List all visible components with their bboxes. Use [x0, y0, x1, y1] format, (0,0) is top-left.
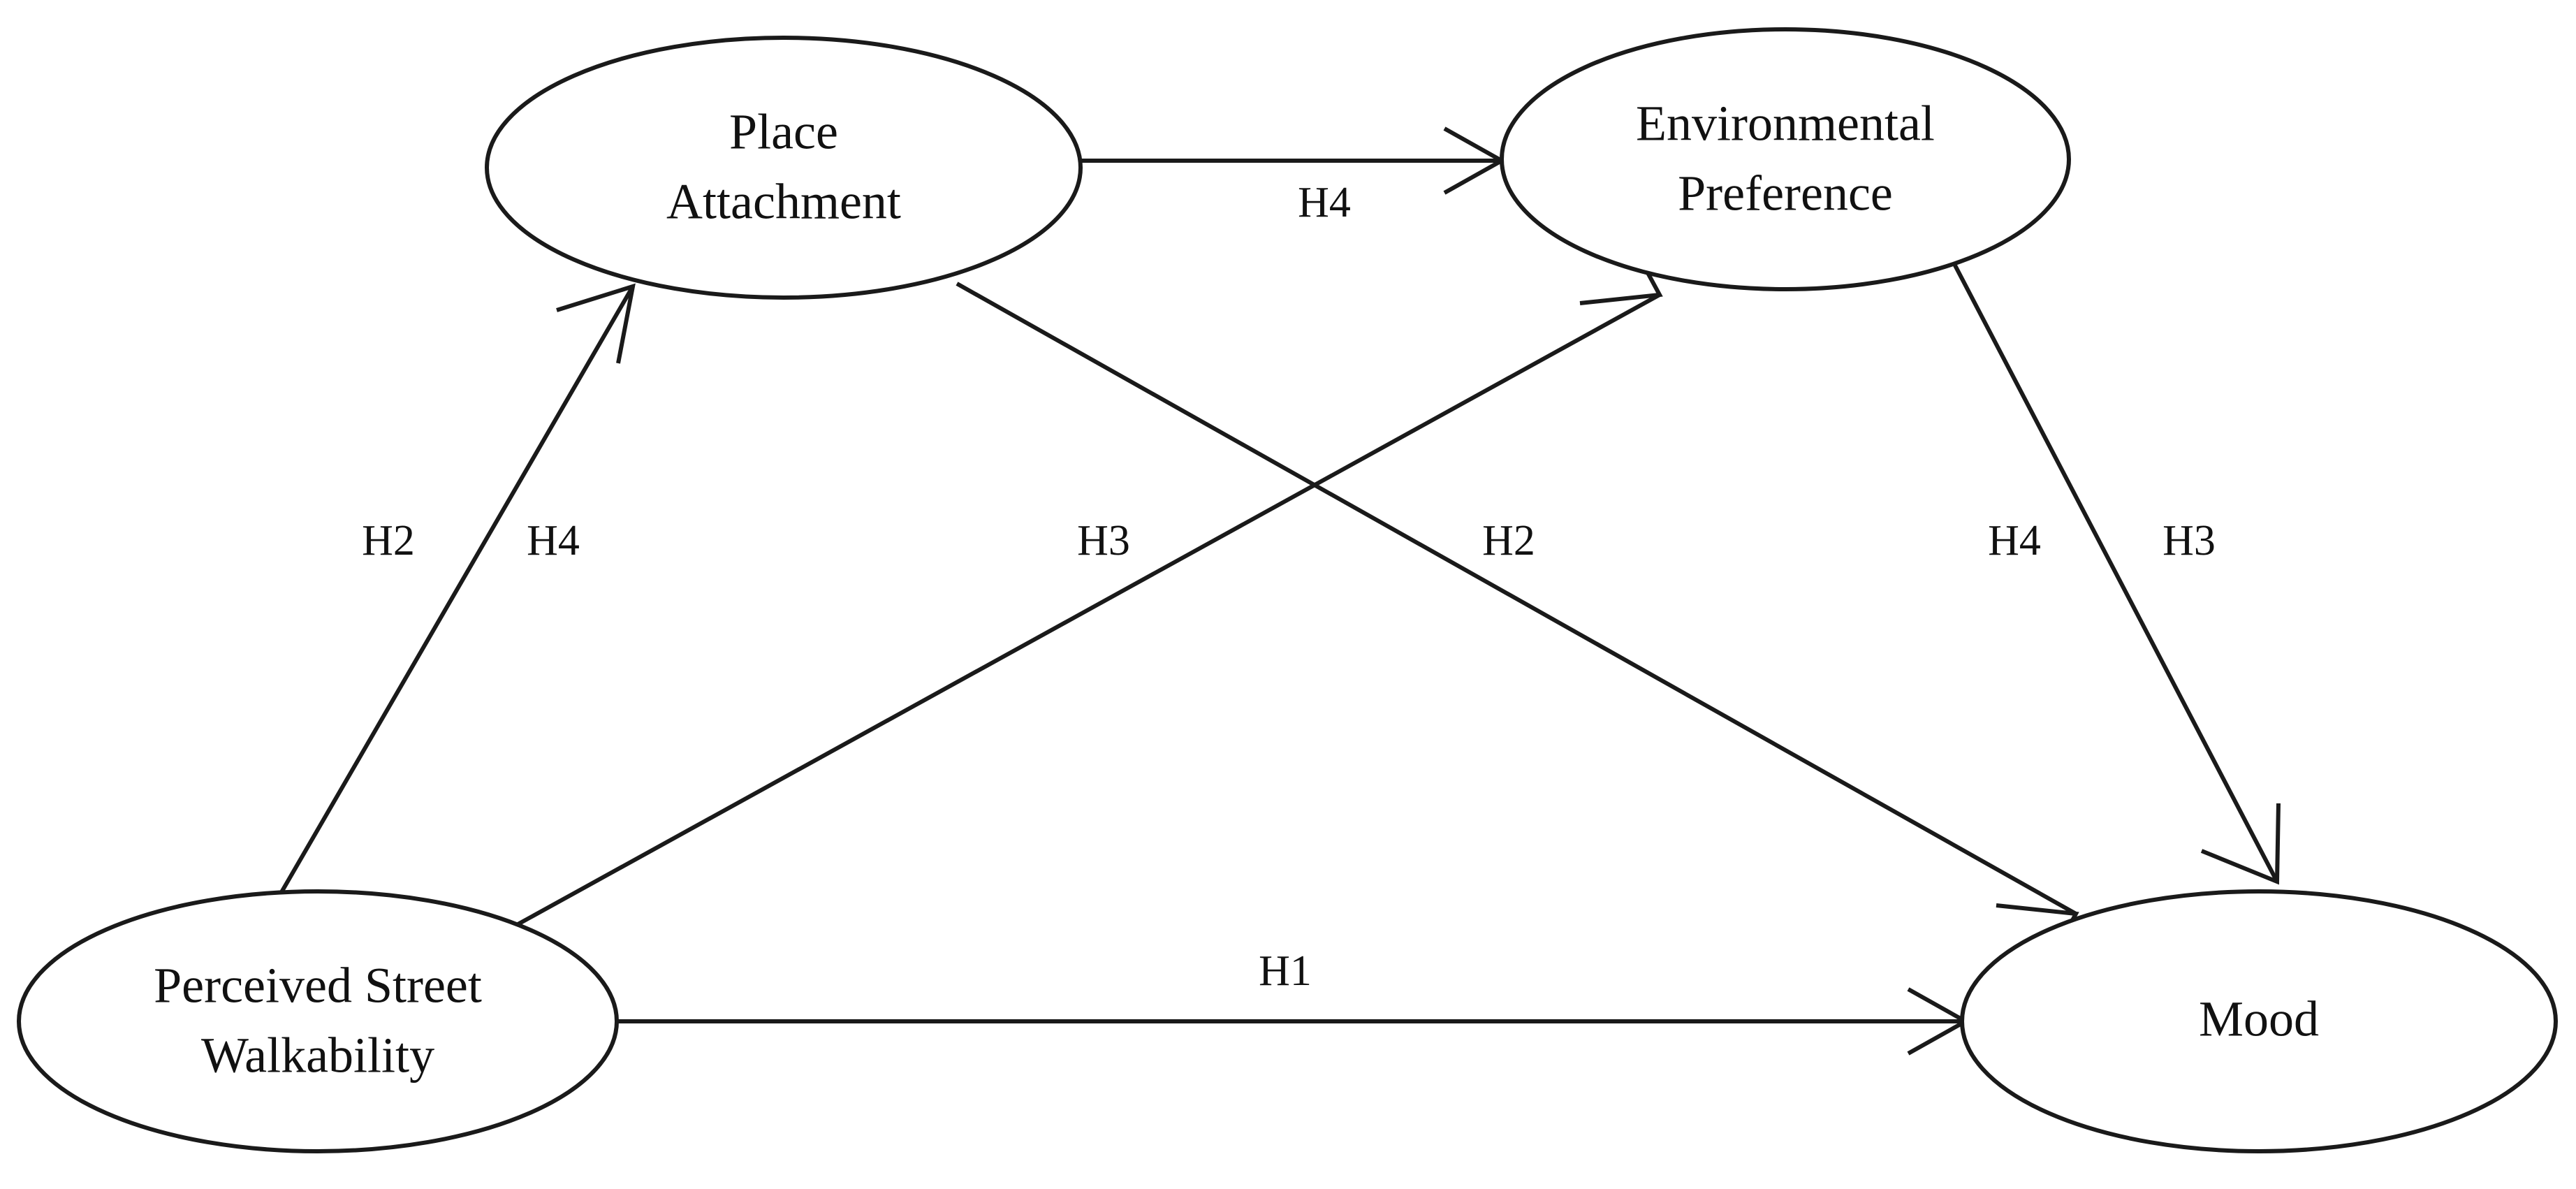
node-ellipse-mood — [1960, 889, 2558, 1153]
node-ellipse-environmental-preference — [1500, 27, 2071, 291]
node-label-place-attachment-line1: Place — [729, 104, 838, 160]
edge-perceived-street-walkability-to-mood[interactable]: H1 — [617, 947, 1970, 1056]
edge-place-attachment-to-environmental-preference[interactable]: H4 — [1081, 126, 1507, 226]
node-environmental-preference[interactable]: Environmental Preference — [1500, 27, 2071, 291]
node-label-mood: Mood — [2199, 991, 2319, 1047]
edge-place-attachment-to-mood[interactable]: H3 — [956, 282, 2079, 985]
edge-label-h3-right: H3 — [2162, 517, 2216, 564]
edge-line-ep-mood — [1952, 263, 2279, 883]
edge-line-psw-ep — [513, 293, 1661, 928]
node-label-perceived-street-walkability-line1: Perceived Street — [154, 958, 482, 1014]
edge-perceived-street-walkability-to-place-attachment[interactable]: H2 H4 — [272, 283, 636, 907]
node-perceived-street-walkability[interactable]: Perceived Street Walkability — [17, 889, 619, 1153]
node-label-environmental-preference-line1: Environmental — [1636, 96, 1935, 152]
arrowhead-icon — [556, 283, 636, 364]
node-mood[interactable]: Mood — [1960, 889, 2558, 1153]
node-label-place-attachment-line2: Attachment — [666, 174, 901, 230]
edge-label-h4-right: H4 — [1988, 517, 2041, 564]
edge-perceived-street-walkability-to-environmental-preference[interactable]: H2 — [513, 224, 1663, 928]
edge-label-h2-left: H2 — [362, 517, 415, 564]
edge-label-h4-left: H4 — [527, 517, 580, 564]
node-place-attachment[interactable]: Place Attachment — [485, 36, 1083, 300]
edge-label-h4-top: H4 — [1298, 179, 1351, 226]
node-ellipse-place-attachment — [485, 36, 1083, 300]
node-ellipse-perceived-street-walkability — [17, 889, 619, 1153]
edge-environmental-preference-to-mood[interactable]: H4 H3 — [1952, 263, 2281, 885]
edge-label-h1-bottom: H1 — [1259, 947, 1312, 995]
node-label-environmental-preference-line2: Preference — [1678, 166, 1893, 221]
edge-label-h2-mid: H2 — [1482, 517, 1535, 564]
edge-label-h3-mid: H3 — [1077, 517, 1130, 564]
arrowhead-icon — [2200, 803, 2281, 885]
edge-line-psw-pa — [272, 285, 635, 907]
edge-line-pa-mood — [956, 282, 2077, 916]
node-label-perceived-street-walkability-line2: Walkability — [201, 1028, 434, 1084]
